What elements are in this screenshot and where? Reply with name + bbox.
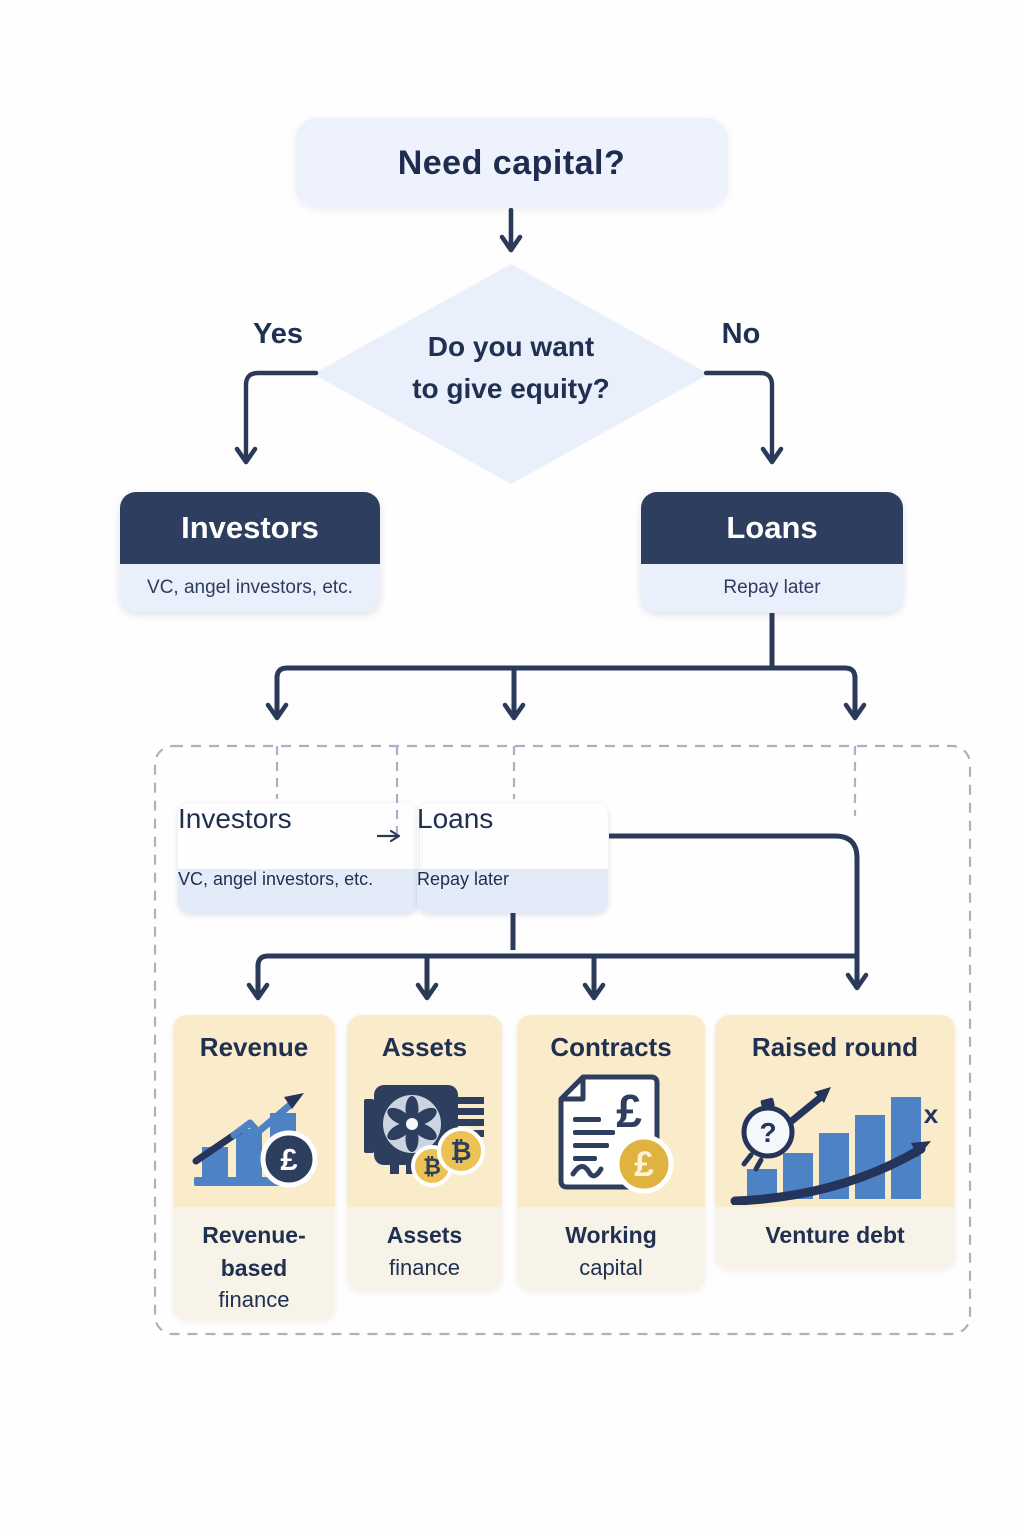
category-label-regular: finance — [389, 1254, 460, 1280]
bar-chart-pound-icon: £ — [192, 1093, 318, 1188]
start-node-label: Need capital? — [397, 143, 626, 182]
detail-container-dashed-border — [153, 744, 972, 1336]
category-card-revenue: Revenue £ Revenue- based finance — [173, 1015, 335, 1320]
growth-question-icon: ? x — [730, 1087, 939, 1205]
investors-node-title: Investors — [120, 492, 380, 564]
category-card-contracts: Contracts £ £ Working capital — [517, 1015, 705, 1290]
detail-loans-subtitle: Repay later — [417, 869, 608, 913]
category-title: Raised round — [751, 1032, 919, 1062]
svg-text:£: £ — [616, 1085, 642, 1137]
loans-node: Loans Repay later — [641, 492, 903, 612]
detail-investors-title: Investors — [178, 803, 292, 834]
category-label-bold: Revenue- based — [202, 1222, 306, 1281]
edge-label-no: No — [721, 318, 761, 350]
svg-text:?: ? — [759, 1117, 776, 1148]
loans-node-title: Loans — [641, 492, 903, 564]
svg-text:£: £ — [634, 1145, 654, 1184]
category-card-raised-round: Raised round ? x Venture debt — [715, 1015, 955, 1269]
svg-text:₿: ₿ — [423, 1154, 441, 1179]
category-label-regular: finance — [218, 1287, 290, 1313]
start-node: Need capital? — [295, 118, 728, 208]
decision-diamond — [313, 264, 709, 484]
svg-text:₿: ₿ — [450, 1136, 471, 1166]
investors-node-subtitle: VC, angel investors, etc. — [120, 564, 380, 612]
detail-investors-node: Investors VC, angel investors, etc. — [178, 803, 418, 913]
category-title: Revenue — [199, 1032, 309, 1062]
decision-question: Do you want to give equity? — [412, 331, 610, 404]
edge-label-yes: Yes — [253, 318, 303, 350]
loans-node-subtitle: Repay later — [641, 564, 903, 612]
svg-text:£: £ — [280, 1142, 297, 1177]
detail-investors-subtitle: VC, angel investors, etc. — [178, 869, 418, 913]
contract-pound-icon: £ £ — [558, 1074, 674, 1194]
category-title: Contracts — [550, 1032, 672, 1062]
category-card-assets: Assets — [347, 1015, 502, 1290]
category-title: Assets — [381, 1032, 468, 1062]
investors-node: Investors VC, angel investors, etc. — [120, 492, 380, 612]
svg-text:x: x — [924, 1099, 939, 1129]
category-label-bold: Working — [565, 1222, 657, 1248]
detail-loans-title: Loans — [417, 803, 494, 834]
hardware-bitcoin-icon: ₿ ₿ — [363, 1085, 485, 1187]
category-label-regular: capital — [579, 1254, 643, 1280]
category-label-bold: Assets — [386, 1222, 463, 1248]
detail-loans-node: Loans Repay later — [417, 803, 608, 913]
category-label-bold: Venture debt — [765, 1222, 905, 1248]
